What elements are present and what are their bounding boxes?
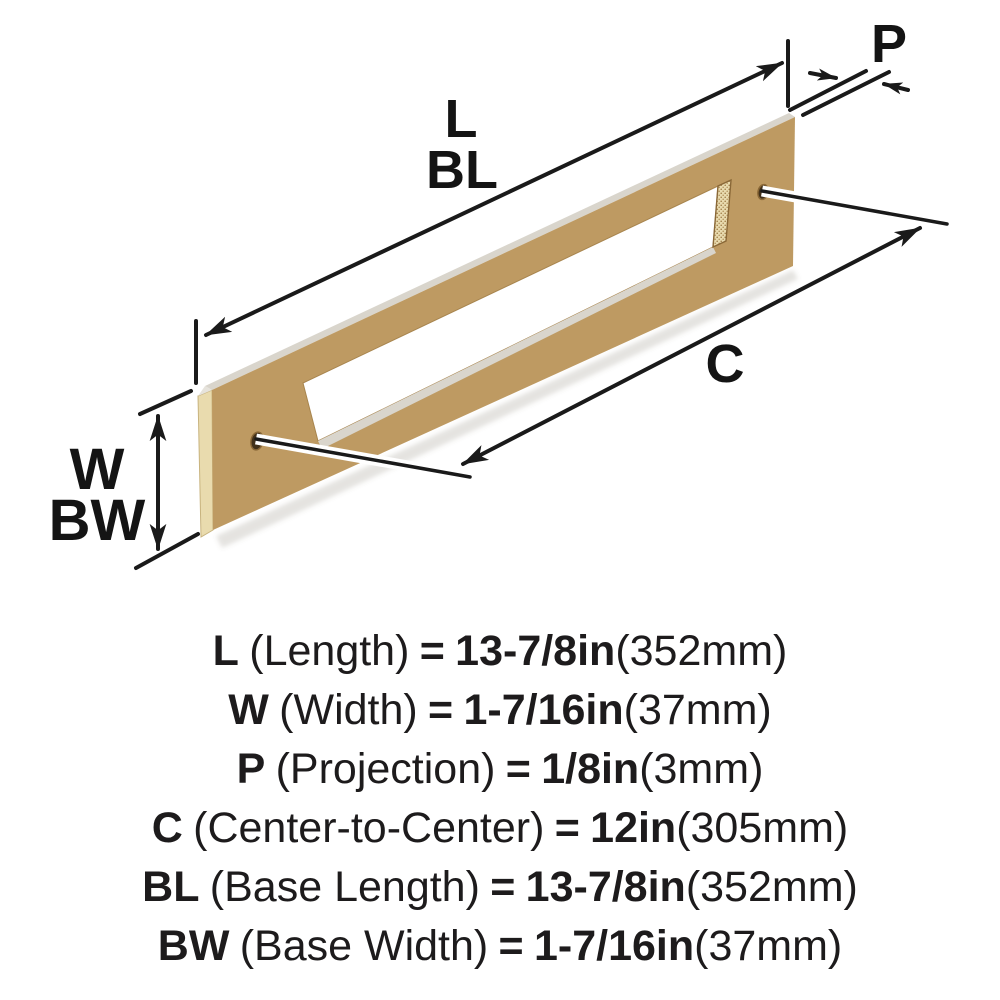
width-tick-bottom [134, 532, 200, 570]
spec-metric: (37mm) [694, 922, 843, 970]
dimension-center-to-center [461, 226, 922, 466]
spec-row-center-to-center: C(Center-to-Center)=12in(305mm) [0, 799, 1000, 858]
label-length: L [445, 89, 478, 149]
dimension-length [194, 39, 790, 385]
spec-row-base-width: BW(Base Width)=1-7/16in(37mm) [0, 917, 1000, 976]
spec-row-width: W(Width)=1-7/16in(37mm) [0, 681, 1000, 740]
spec-imperial: 1-7/16in [533, 922, 695, 970]
spec-name: (Center-to-Center) [193, 804, 545, 852]
spec-equals: = [490, 863, 516, 911]
spec-imperial: 1/8in [541, 745, 640, 793]
leader-right [760, 189, 949, 226]
spec-name: (Length) [249, 627, 410, 675]
spec-equals: = [498, 922, 524, 970]
label-base-length: BL [426, 140, 498, 200]
label-projection: P [871, 14, 907, 74]
spec-metric: (37mm) [623, 686, 772, 734]
spec-list: L(Length)=13-7/8in(352mm) W(Width)=1-7/1… [0, 622, 1000, 976]
spec-name: (Base Width) [239, 922, 489, 970]
hole-leader-lines [254, 185, 949, 483]
spec-equals: = [428, 686, 454, 734]
spec-imperial: 13-7/8in [525, 863, 686, 911]
projection-edge-line-back [801, 70, 891, 117]
spec-imperial: 12in [590, 804, 677, 852]
spec-metric: (352mm) [615, 627, 788, 675]
spec-row-length: L(Length)=13-7/8in(352mm) [0, 622, 1000, 681]
spec-code: P [236, 745, 266, 793]
leader-left [254, 437, 472, 479]
spec-metric: (305mm) [676, 804, 849, 852]
dimension-projection [788, 68, 910, 117]
length-dimension-line [204, 61, 784, 337]
spec-metric: (352mm) [685, 863, 858, 911]
spec-code: BW [157, 922, 230, 970]
width-tick-top [138, 389, 193, 416]
spec-name: (Base Length) [209, 863, 480, 911]
label-width: W [70, 437, 125, 502]
spec-equals: = [554, 804, 580, 852]
spec-metric: (3mm) [639, 745, 764, 793]
handle-top-left-cap [198, 386, 212, 396]
label-base-width: BW [49, 488, 146, 553]
spec-code: L [212, 627, 239, 675]
projection-arrow-right [882, 82, 910, 95]
handle-left-end-face [197, 389, 214, 538]
center-dimension-line [461, 226, 922, 466]
spec-equals: = [505, 745, 531, 793]
label-center-to-center: C [706, 334, 745, 394]
projection-arrow-left [808, 68, 838, 81]
spec-imperial: 1-7/16in [463, 686, 624, 734]
spec-code: W [228, 686, 269, 734]
spec-row-base-length: BL(Base Length)=13-7/8in(352mm) [0, 858, 1000, 917]
spec-imperial: 13-7/8in [455, 627, 616, 675]
spec-code: C [151, 804, 183, 852]
spec-equals: = [419, 627, 445, 675]
dimension-width [134, 389, 200, 570]
spec-name: (Projection) [275, 745, 496, 793]
spec-code: BL [142, 863, 200, 911]
spec-row-projection: P(Projection)=1/8in(3mm) [0, 740, 1000, 799]
projection-edge-line-front [788, 69, 868, 112]
spec-name: (Width) [279, 686, 418, 734]
